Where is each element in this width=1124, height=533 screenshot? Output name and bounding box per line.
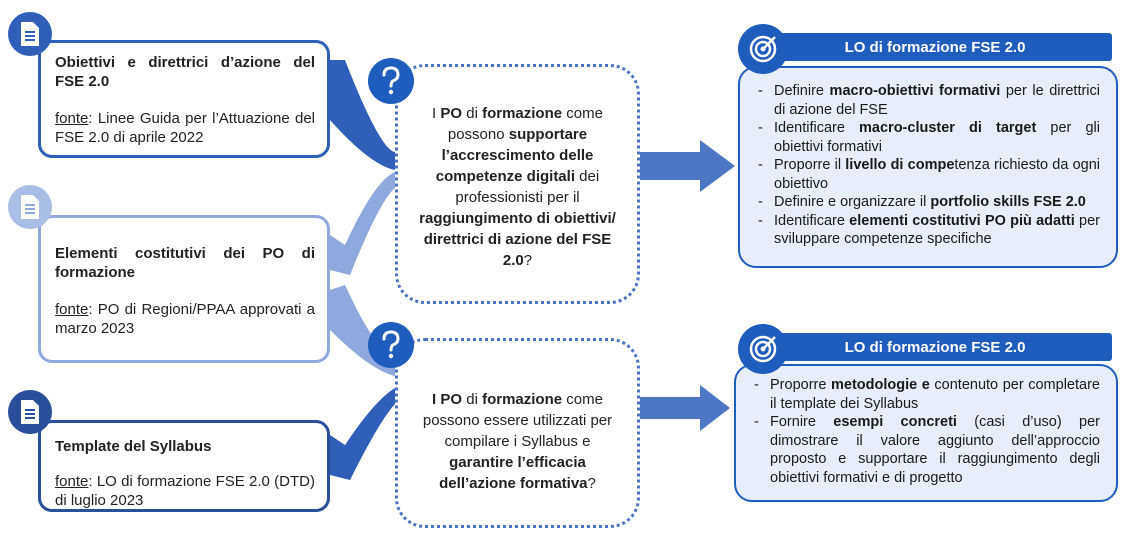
bold-text: I PO <box>432 391 463 408</box>
list-item: Identificare macro-cluster di target per… <box>748 119 1100 156</box>
question-box-competenze: I PO di formazione come possono supporta… <box>395 64 640 304</box>
list-item: Definire macro-obiettivi formativi per l… <box>748 82 1100 119</box>
text-segment: Proporre il <box>774 157 846 173</box>
target-icon <box>738 24 788 74</box>
text-segment: di <box>462 105 483 122</box>
target-icon <box>738 324 788 374</box>
fonte-text: : Linee Guida per l’Attuazione del FSE 2… <box>55 110 315 146</box>
result-panel-lo-2: Proporre metodologie e contenuto per com… <box>734 364 1118 502</box>
text-segment: Identificare <box>774 120 860 136</box>
fonte-text: : PO di Regioni/PPAA approvati a marzo 2… <box>55 301 315 337</box>
fonte-label: fonte <box>55 473 89 490</box>
text-segment: per le direttrici di azione del FSE <box>774 83 1101 118</box>
source-fonte: fonte: PO di Regioni/PPAA approvati a ma… <box>55 300 315 338</box>
text-segment: Identificare <box>774 212 850 229</box>
list-item: Definire e organizzare il portfolio skil… <box>748 193 1100 212</box>
question-box-syllabus: I PO di formazione come possono essere u… <box>395 338 640 528</box>
source-box-objectives: Obiettivi e direttrici d’azione del FSE … <box>38 40 330 158</box>
text-segment: (casi d’uso) per dimostrare il valore ag… <box>770 414 1100 486</box>
bold-text: raggiungimento di obiettivi/ direttrici … <box>419 210 616 269</box>
question-text: I PO di formazione come possono supporta… <box>412 103 623 271</box>
list-item: Fornire esempi concreti (casi d’uso) per… <box>744 413 1100 487</box>
source-fonte: fonte: Linee Guida per l’Attuazione del … <box>55 109 315 147</box>
text-segment: Proporre <box>770 377 831 393</box>
result-header: LO di formazione FSE 2.0 <box>758 333 1112 361</box>
source-fonte: fonte: LO di formazione FSE 2.0 (DTD) di… <box>55 472 315 510</box>
text-segment: Fornire <box>770 414 834 430</box>
bold-text: macro-cluster di target <box>859 120 1037 136</box>
source-box-po-elements: Elementi costitutivi dei PO di formazion… <box>38 215 330 363</box>
question-icon <box>368 322 414 368</box>
bold-text: livello di compe <box>845 157 955 173</box>
bold-text: supportare l’accrescimento delle compete… <box>435 126 594 185</box>
bold-text: portfolio skills FSE 2.0 <box>930 194 1086 210</box>
result-list: Definire macro-obiettivi formativi per l… <box>748 82 1100 249</box>
result-list: Proporre metodologie e contenuto per com… <box>744 376 1100 487</box>
text-segment: tenza richiesto da ogni obiettivo <box>774 157 1100 192</box>
document-icon <box>8 12 52 56</box>
bold-text: formazione <box>482 105 563 122</box>
source-title: Obiettivi e direttrici d’azione del FSE … <box>55 54 315 90</box>
bold-text: garantire l’efficacia dell’azione format… <box>439 454 588 492</box>
text-segment: come possono essere utilizzati per compi… <box>422 391 613 450</box>
text-segment: come possono <box>447 105 603 143</box>
list-item: Proporre il livello di competenza richie… <box>748 156 1100 193</box>
text-segment: ? <box>523 252 533 269</box>
document-icon <box>8 185 52 229</box>
list-item: Identificare elementi costitutivi PO più… <box>748 212 1100 249</box>
arrow-2 <box>640 385 730 431</box>
source-box-syllabus: Template del Syllabus fonte: LO di forma… <box>38 420 330 512</box>
document-icon <box>8 390 52 434</box>
text-segment: per sviluppare competenze specifiche <box>774 212 1100 248</box>
list-item: Proporre metodologie e contenuto per com… <box>744 376 1100 413</box>
fonte-text: : LO di formazione FSE 2.0 (DTD) di lugl… <box>55 473 315 509</box>
text-segment: ? <box>587 475 596 492</box>
bold-text: macro-obiettivi formativi <box>829 83 1001 99</box>
text-segment: Definire e organizzare il <box>774 194 931 210</box>
result-header: LO di formazione FSE 2.0 <box>758 33 1112 61</box>
fonte-label: fonte <box>55 110 89 127</box>
connector-source1 <box>330 60 395 170</box>
source-title: Template del Syllabus <box>55 438 212 455</box>
arrow-1 <box>640 140 735 192</box>
text-segment: di <box>462 391 483 408</box>
bold-text: PO <box>440 105 463 122</box>
fonte-label: fonte <box>55 301 89 318</box>
text-segment: dei professionisti per il <box>455 168 600 206</box>
bold-text: elementi costitutivi PO più adatti <box>849 212 1075 229</box>
bold-text: metodologie e <box>831 377 930 393</box>
source-title: Elementi costitutivi dei PO di formazion… <box>55 245 315 281</box>
bold-text: formazione <box>482 391 563 408</box>
question-icon <box>368 58 414 104</box>
text-segment: Definire <box>774 83 830 99</box>
text-segment: I <box>432 105 441 122</box>
bold-text: esempi concreti <box>833 414 957 430</box>
text-segment: contenuto per completare il template dei… <box>770 377 1100 412</box>
text-segment: per gli obiettivi formativi <box>774 120 1100 155</box>
result-panel-lo-1: Definire macro-obiettivi formativi per l… <box>738 66 1118 268</box>
connector-source3 <box>330 388 395 480</box>
question-text: I PO di formazione come possono essere u… <box>412 389 623 494</box>
connector-source2-upper <box>330 172 395 275</box>
